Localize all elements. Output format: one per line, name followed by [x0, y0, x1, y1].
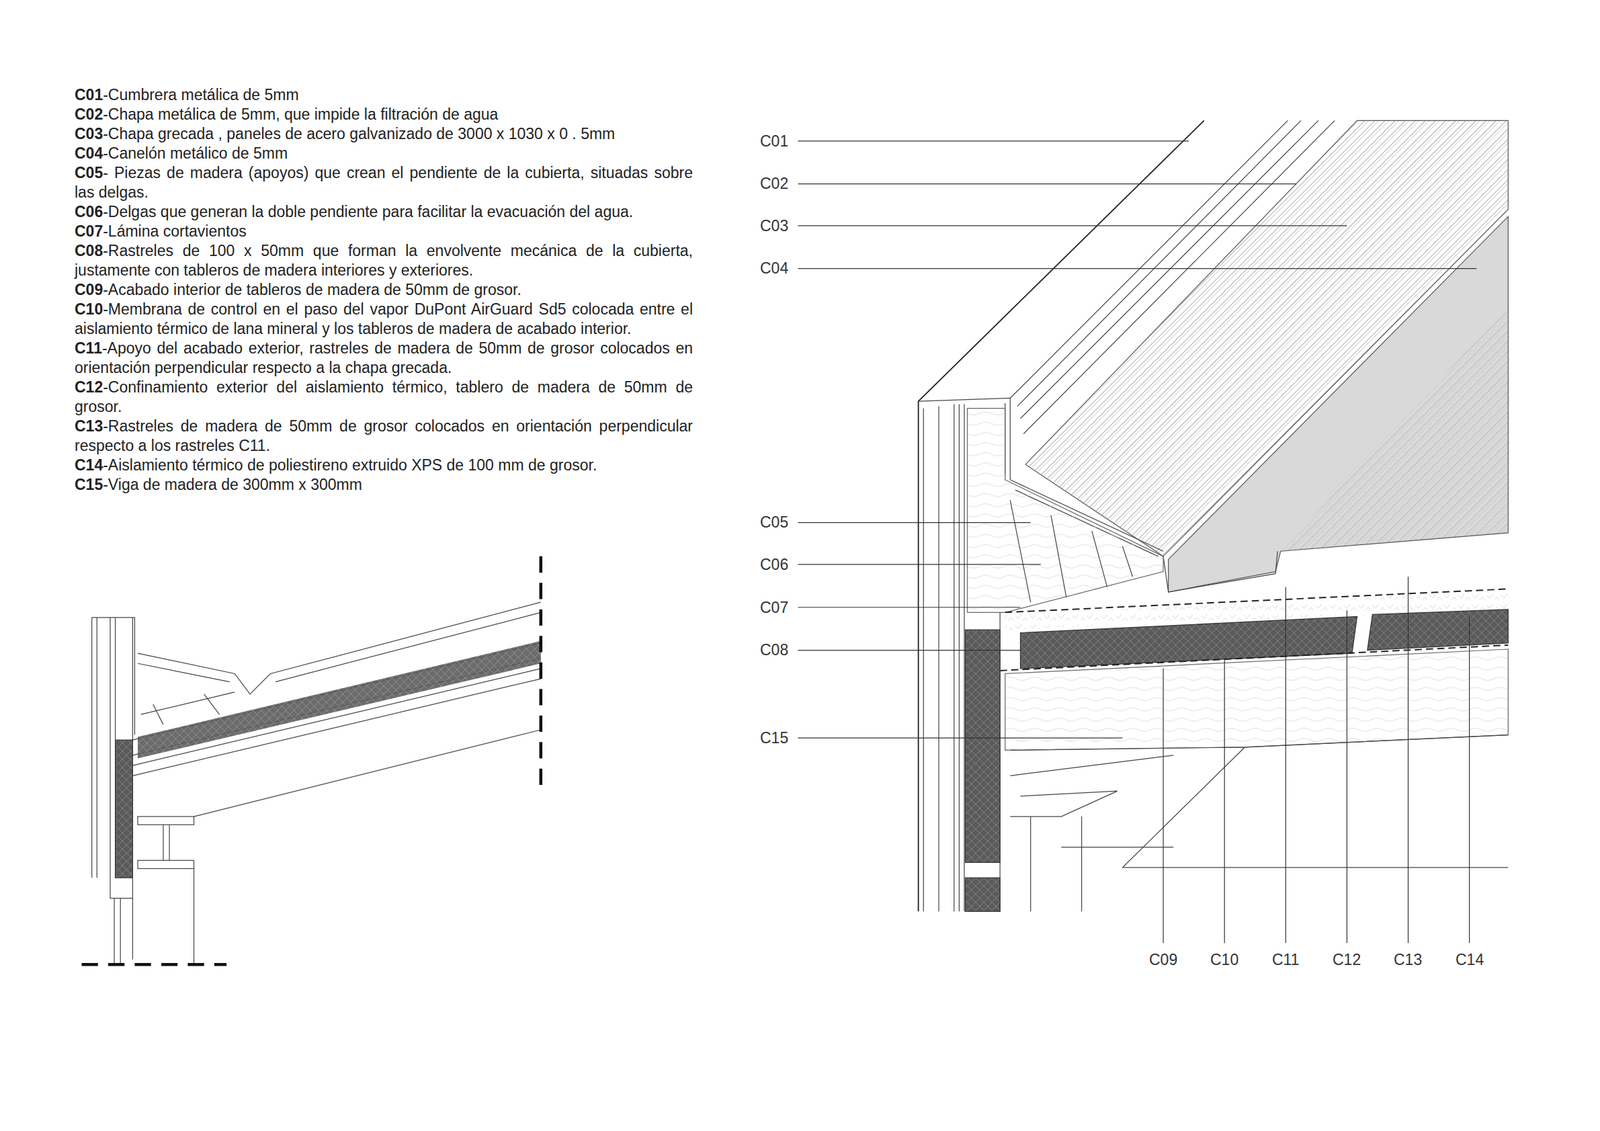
part-code: C13	[74, 417, 103, 435]
part-description: -Rastreles de 100 x 50mm que forman la e…	[74, 241, 693, 279]
part-description: - Piezas de madera (apoyos) que crean el…	[74, 163, 693, 201]
legend-entry: C03-Chapa grecada , paneles de acero gal…	[74, 124, 693, 144]
detail-drawing	[918, 120, 1509, 912]
part-description: -Delgas que generan la doble pendiente p…	[102, 202, 634, 221]
part-code: C08	[74, 241, 103, 260]
legend-entry: C07-Lámina cortavientos	[74, 221, 693, 242]
part-code: C03	[74, 124, 103, 143]
callout-number: C13	[1393, 950, 1422, 970]
callout-number: C03	[760, 216, 789, 236]
legend-entry: C12-Confinamiento exterior del aislamien…	[74, 377, 693, 417]
legend-entry: C05- Piezas de madera (apoyos) que crean…	[74, 163, 693, 203]
part-code: C15	[74, 475, 103, 494]
part-description: -Canelón metálico de 5mm	[102, 144, 288, 162]
part-description: -Chapa grecada , paneles de acero galvan…	[102, 124, 615, 143]
part-description: -Lámina cortavientos	[102, 222, 247, 240]
callout-number: C07	[760, 598, 789, 617]
part-description: -Chapa metálica de 5mm, que impide la fi…	[102, 105, 498, 123]
leader-lines	[797, 141, 1477, 944]
part-description: -Membrana de control en el paso del vapo…	[74, 300, 693, 338]
legend-entry: C10-Membrana de control en el paso del v…	[74, 299, 693, 339]
legend-text: C01-Cumbrera metálica de 5mmC02-Chapa me…	[74, 85, 693, 495]
callout-number: C08	[760, 640, 789, 660]
callout-number: C04	[760, 258, 789, 278]
legend-entry: C02-Chapa metálica de 5mm, que impide la…	[74, 104, 693, 125]
legend-entry: C11-Apoyo del acabado exterior, rastrele…	[74, 338, 693, 378]
part-code: C06	[74, 202, 103, 221]
callout-number: C15	[760, 728, 789, 748]
part-description: -Acabado interior de tableros de madera …	[102, 280, 522, 299]
part-description: -Viga de madera de 300mm x 300mm	[102, 475, 363, 494]
callout-number: C02	[760, 174, 789, 193]
part-code: C02	[74, 105, 103, 123]
part-code: C05	[74, 163, 103, 182]
callout-number: C14	[1455, 950, 1484, 970]
legend-entry: C01-Cumbrera metálica de 5mm	[74, 85, 693, 105]
legend-entry: C13-Rastreles de madera de 50mm de groso…	[74, 416, 693, 456]
legend-entry: C09-Acabado interior de tableros de made…	[74, 280, 693, 300]
part-code: C09	[74, 280, 103, 299]
callout-number: C11	[1272, 950, 1300, 970]
part-code: C10	[74, 300, 103, 318]
part-code: C07	[74, 222, 103, 240]
callout-number: C06	[760, 555, 789, 574]
small-section	[92, 602, 541, 965]
part-description: -Confinamiento exterior del aislamiento …	[74, 378, 693, 416]
part-description: -Rastreles de madera de 50mm de grosor c…	[74, 417, 693, 455]
part-code: C04	[74, 144, 103, 162]
break-lines	[81, 556, 541, 965]
callout-number: C05	[760, 512, 789, 532]
part-code: C11	[74, 339, 103, 357]
legend-entry: C04-Canelón metálico de 5mm	[74, 143, 693, 164]
legend-entry: C08-Rastreles de 100 x 50mm que forman l…	[74, 241, 693, 281]
part-code: C14	[74, 456, 103, 474]
callout-number: C01	[760, 131, 789, 151]
part-description: -Cumbrera metálica de 5mm	[102, 86, 299, 104]
legend-entry: C15-Viga de madera de 300mm x 300mm	[74, 475, 693, 495]
part-description: -Aislamiento térmico de poliestireno ext…	[102, 456, 597, 474]
part-description: -Apoyo del acabado exterior, rastreles d…	[74, 339, 693, 377]
callout-number: C09	[1149, 950, 1178, 970]
legend-entry: C14-Aislamiento térmico de poliestireno …	[74, 455, 693, 476]
callout-number: C12	[1332, 950, 1361, 970]
part-code: C12	[74, 378, 103, 396]
part-code: C01	[74, 86, 103, 104]
callout-number: C10	[1210, 950, 1239, 970]
legend-entry: C06-Delgas que generan la doble pendient…	[74, 202, 693, 222]
